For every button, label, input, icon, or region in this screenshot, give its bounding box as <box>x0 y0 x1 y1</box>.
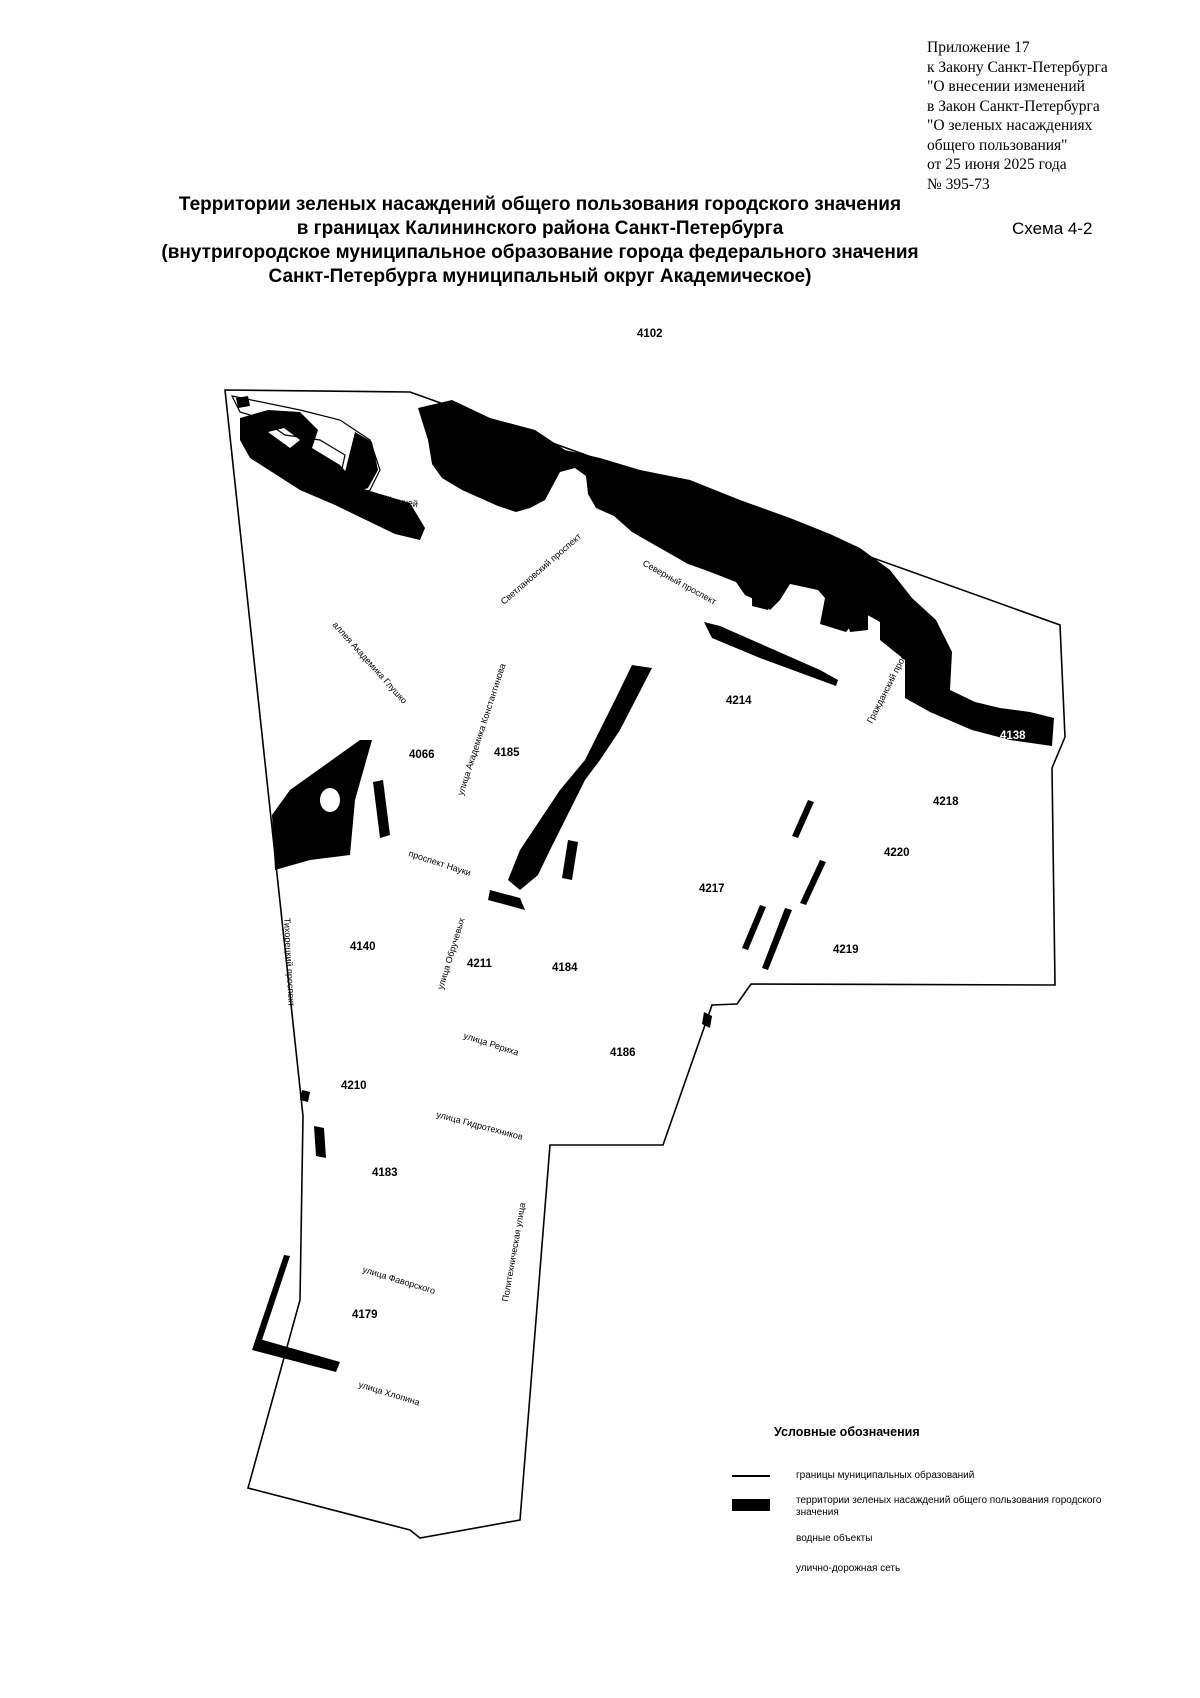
street-label: улица Академика Константинова <box>455 662 507 796</box>
green-area <box>508 665 652 890</box>
street-label: улица Обручевых <box>435 916 466 990</box>
appendix-line: № 395-73 <box>927 175 990 193</box>
appendix-line: "О зеленых насаждениях <box>927 117 1093 134</box>
green-area <box>906 628 942 690</box>
area-code-label: 4218 <box>933 796 959 808</box>
green-area <box>314 1126 326 1158</box>
appendix-note: Приложение 17 к Закону Санкт-Петербурга … <box>927 38 1187 194</box>
area-code-label: 4217 <box>699 883 725 895</box>
district-boundary <box>224 389 1066 1539</box>
area-code-label: 4214 <box>726 695 752 707</box>
legend-label: водные объекты <box>796 1533 873 1544</box>
green-area <box>752 596 770 610</box>
green-area <box>300 1090 310 1102</box>
area-code-label: 4140 <box>350 941 376 953</box>
title-line: Территории зеленых насаждений общего пол… <box>178 194 902 215</box>
appendix-line: от 25 июня 2025 года <box>927 156 1067 173</box>
green-area-symbol <box>732 1499 770 1511</box>
green-area <box>373 780 390 838</box>
title-line: (внутригородское муниципальное образован… <box>161 242 919 263</box>
appendix-line: в Закон Санкт-Петербурга <box>927 97 1100 115</box>
green-area <box>562 840 578 880</box>
legend-label: границы муниципальных образований <box>796 1470 975 1481</box>
street-label: проспект Науки <box>407 848 472 878</box>
green-area <box>256 1255 290 1340</box>
area-code-label: 4210 <box>341 1080 367 1092</box>
area-code-label: 4183 <box>372 1167 398 1179</box>
street-label: улица Хлопина <box>357 1379 421 1407</box>
area-code-label: 4102 <box>637 328 663 340</box>
legend-label: улично-дорожная сеть <box>796 1563 901 1574</box>
page-title: Территории зеленых насаждений общего пол… <box>130 193 950 289</box>
green-area <box>236 396 250 408</box>
green-area <box>832 598 868 632</box>
title-line: Санкт-Петербурга муниципальный округ Ака… <box>268 266 812 287</box>
boundary-line-symbol <box>732 1475 770 1477</box>
street-label: улица Рериха <box>462 1030 520 1057</box>
street-label: аллея Академика Глушко <box>331 620 410 706</box>
area-code-label: 4220 <box>884 847 910 859</box>
area-code-label: 4138 <box>1000 730 1026 742</box>
street-label: Политехническая улица <box>500 1202 527 1303</box>
area-code-label: 4186 <box>610 1047 636 1059</box>
green-area <box>418 400 1054 746</box>
area-code-label: 4184 <box>552 962 578 974</box>
green-area <box>702 1012 712 1028</box>
area-code-label: 4066 <box>409 749 435 761</box>
green-area <box>704 622 838 686</box>
street-label: Светлановский проспект <box>499 531 583 606</box>
green-area <box>240 410 425 540</box>
green-area <box>800 860 826 905</box>
area-code-label: 4211 <box>467 958 493 970</box>
legend-title: Условные обозначения <box>774 1425 920 1439</box>
appendix-line: общего пользования" <box>927 136 1068 154</box>
street-label: улица Гидротехников <box>435 1109 524 1142</box>
area-code-label: 4185 <box>494 747 520 759</box>
green-area <box>488 890 525 910</box>
appendix-line: "О внесении изменений <box>927 78 1085 95</box>
green-area <box>344 432 378 494</box>
street-label: Тихорецкий проспект <box>282 918 297 1007</box>
appendix-line: Приложение 17 <box>927 39 1030 56</box>
green-area <box>762 908 792 970</box>
green-area <box>792 800 814 838</box>
green-area <box>272 740 372 870</box>
green-area <box>742 905 766 950</box>
area-code-label: 4179 <box>352 1309 378 1321</box>
street-label: улица Фаворского <box>361 1264 436 1296</box>
scheme-label: Схема 4-2 <box>1012 219 1093 238</box>
appendix-line: к Закону Санкт-Петербурга <box>927 58 1108 76</box>
legend-label: территории зеленых насаждений общего пол… <box>796 1495 1102 1518</box>
title-line: в границах Калининского района Санкт-Пет… <box>296 218 784 239</box>
area-code-label: 4219 <box>833 944 859 956</box>
green-area <box>252 1338 340 1372</box>
